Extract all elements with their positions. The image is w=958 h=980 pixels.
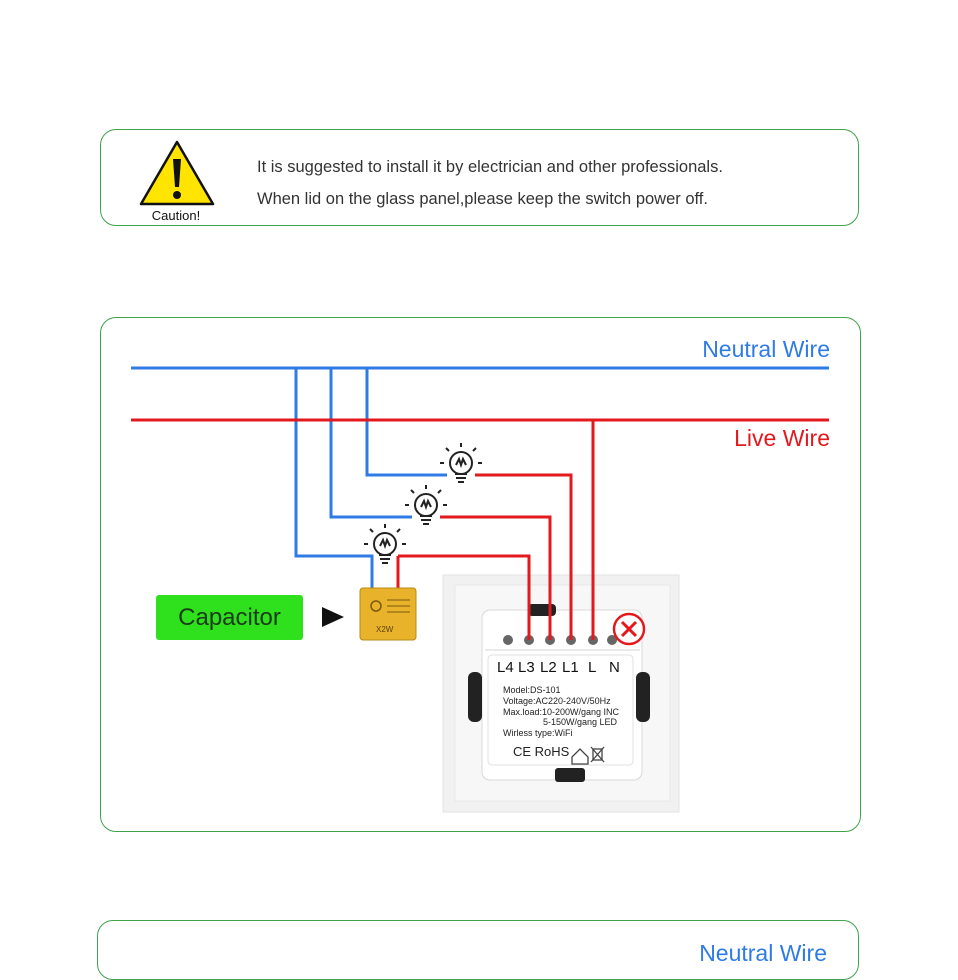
arrow-right-icon	[322, 607, 344, 627]
neutral-wire-label: Neutral Wire	[702, 336, 830, 362]
terminal-label: L4	[497, 659, 514, 676]
house-icon	[571, 748, 589, 765]
live-wire	[131, 418, 829, 640]
caution-panel	[100, 129, 859, 226]
live-wire-label: Live Wire	[734, 425, 830, 451]
bulb-icon	[405, 485, 447, 525]
capacitor-component: X2W	[359, 587, 417, 641]
spec-certs: CE RoHS	[513, 744, 570, 759]
spec-maxload-led: 5-150W/gang LED	[543, 717, 618, 727]
spec-voltage: Voltage:AC220-240V/50Hz	[503, 696, 611, 706]
terminal-label: L	[588, 659, 596, 676]
terminal-label: L3	[518, 659, 535, 676]
spec-model: Model:DS-101	[503, 685, 561, 695]
terminal-label: L1	[562, 659, 579, 676]
terminal-label: L2	[540, 659, 557, 676]
terminal-label: N	[609, 659, 620, 676]
caution-label: Caution!	[151, 208, 201, 223]
bulb-icon	[440, 443, 482, 483]
capacitor-label: Capacitor	[156, 595, 303, 640]
warning-icon	[139, 140, 215, 206]
neutral-wire	[131, 366, 829, 590]
notice-line-2: When lid on the glass panel,please keep …	[257, 190, 708, 208]
wiring-diagram: X2W L4 L3 L2 L1 L N Model:DS-101 Voltage…	[131, 366, 829, 813]
notice-line-1: It is suggested to install it by electri…	[257, 158, 723, 176]
switch-module	[442, 574, 680, 813]
spec-wireless: Wirless type:WiFi	[503, 728, 573, 738]
no-connection-icon	[612, 612, 646, 646]
spec-maxload-inc: Max.load:10-200W/gang INC	[503, 707, 620, 717]
next-neutral-wire-label: Neutral Wire	[699, 940, 827, 966]
weee-bin-icon	[590, 746, 605, 763]
capacitor-print: X2W	[376, 625, 394, 634]
bulb-icon	[364, 524, 406, 564]
